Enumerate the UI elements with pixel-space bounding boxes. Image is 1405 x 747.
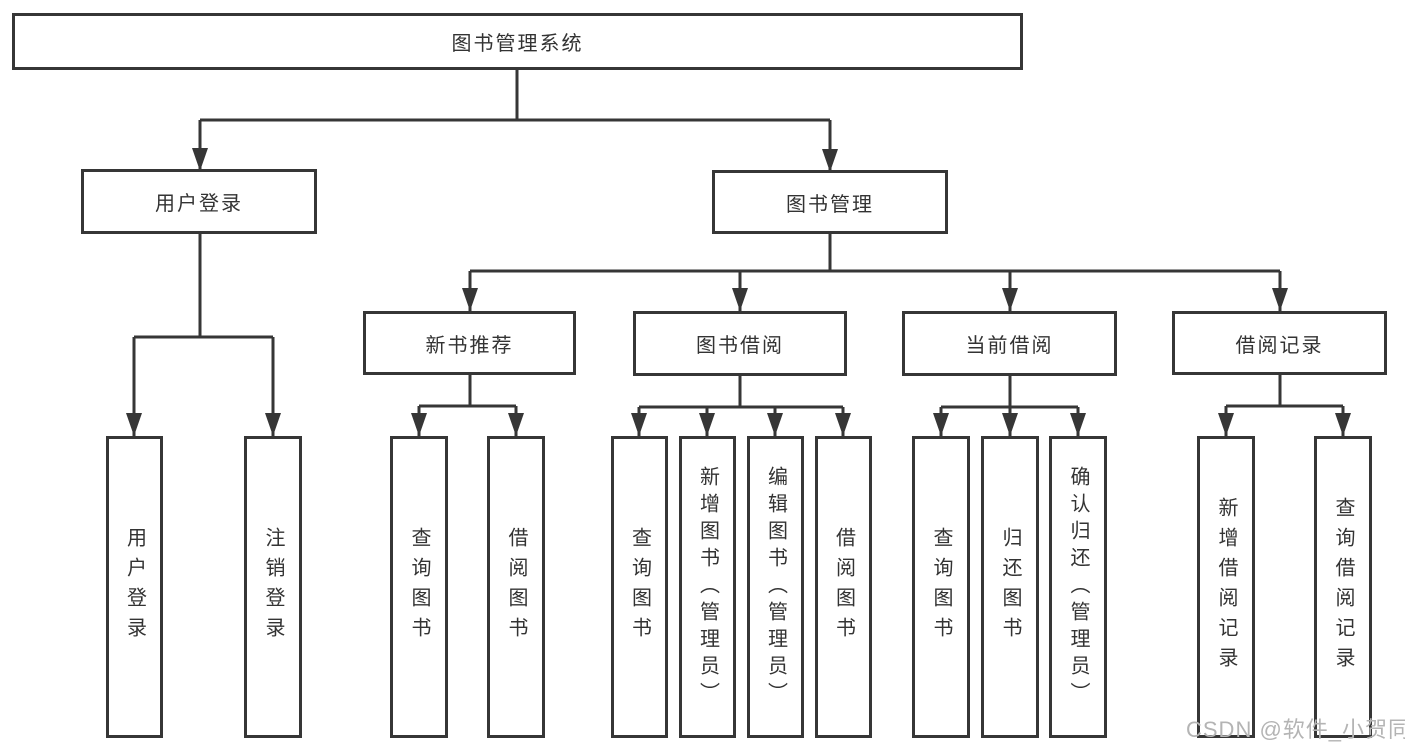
node-current-borrowing: 当前借阅 (902, 311, 1117, 376)
node-return-books: 归还图书 (981, 436, 1039, 738)
connector-borrowing-records (1224, 375, 1345, 436)
node-query-borrowing-record: 查询借阅记录 (1314, 436, 1372, 738)
node-logout: 注销登录 (244, 436, 302, 738)
connector-user-login-module (132, 234, 275, 436)
node-book-management-module: 图书管理 (712, 170, 948, 234)
node-add-borrowing-record: 新增借阅记录 (1197, 436, 1255, 738)
node-borrow-books-recommend: 借阅图书 (487, 436, 545, 738)
node-confirm-return-admin: 确认归还（管理员） (1049, 436, 1107, 738)
connector-root (198, 70, 832, 172)
node-query-books-borrowing: 查询图书 (611, 436, 668, 738)
node-user-login: 用户登录 (106, 436, 163, 738)
connector-book-management (468, 234, 1282, 311)
node-query-books-recommend: 查询图书 (390, 436, 448, 738)
connector-book-borrowing (637, 376, 845, 436)
node-add-books-admin: 新增图书（管理员） (679, 436, 736, 738)
node-new-book-recommendation: 新书推荐 (363, 311, 576, 375)
node-borrowing-records: 借阅记录 (1172, 311, 1387, 375)
node-user-login-module: 用户登录 (81, 169, 317, 234)
csdn-watermark: CSDN @软件_小贺同学 (1186, 717, 1405, 742)
connector-new-book-recommendation (417, 375, 518, 436)
node-root: 图书管理系统 (12, 13, 1023, 70)
node-edit-books-admin: 编辑图书（管理员） (747, 436, 804, 738)
arrowhead-icons (126, 148, 1351, 436)
node-book-borrowing: 图书借阅 (633, 311, 847, 376)
node-query-books-current: 查询图书 (912, 436, 970, 738)
node-borrow-books: 借阅图书 (815, 436, 872, 738)
